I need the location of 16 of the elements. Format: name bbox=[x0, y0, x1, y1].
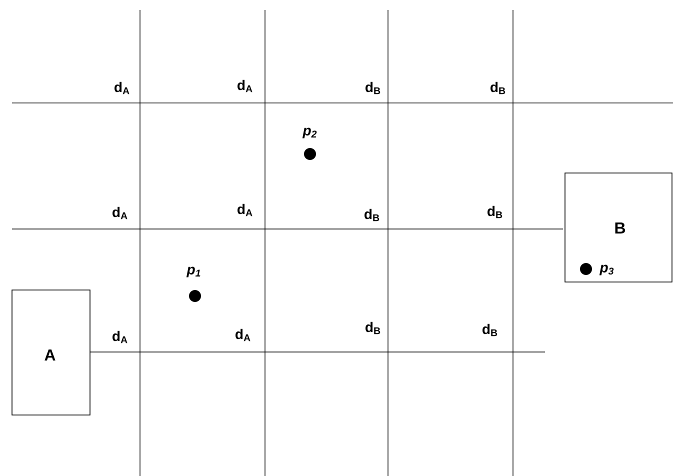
distance-label: d$_{A}$ bbox=[114, 82, 130, 94]
area-box: A bbox=[12, 290, 90, 416]
distance-label: d$_{B}$ bbox=[482, 324, 498, 336]
point-label: p$_{3}$ bbox=[599, 264, 614, 276]
distance-label: d$_{A}$ bbox=[236, 328, 250, 342]
point-label: p$_{1}$ bbox=[186, 266, 200, 278]
distance-label: d$_{B}$ bbox=[366, 322, 380, 334]
distance-label: d$_{A}$ bbox=[238, 204, 252, 216]
distance-label: d$_{B}$ bbox=[366, 82, 380, 94]
distance-label: d$_{B}$ bbox=[364, 208, 380, 222]
distance-label: d$_{A}$ bbox=[238, 80, 252, 92]
distance-label: d$_{A}$ bbox=[112, 330, 128, 344]
distance-label: d$_{B}$ bbox=[488, 206, 502, 218]
distance-label: d$_{B}$ bbox=[490, 82, 506, 94]
point-label: p$_{2}$ bbox=[302, 128, 317, 138]
distance-label: d$_{A}$ bbox=[112, 206, 128, 220]
